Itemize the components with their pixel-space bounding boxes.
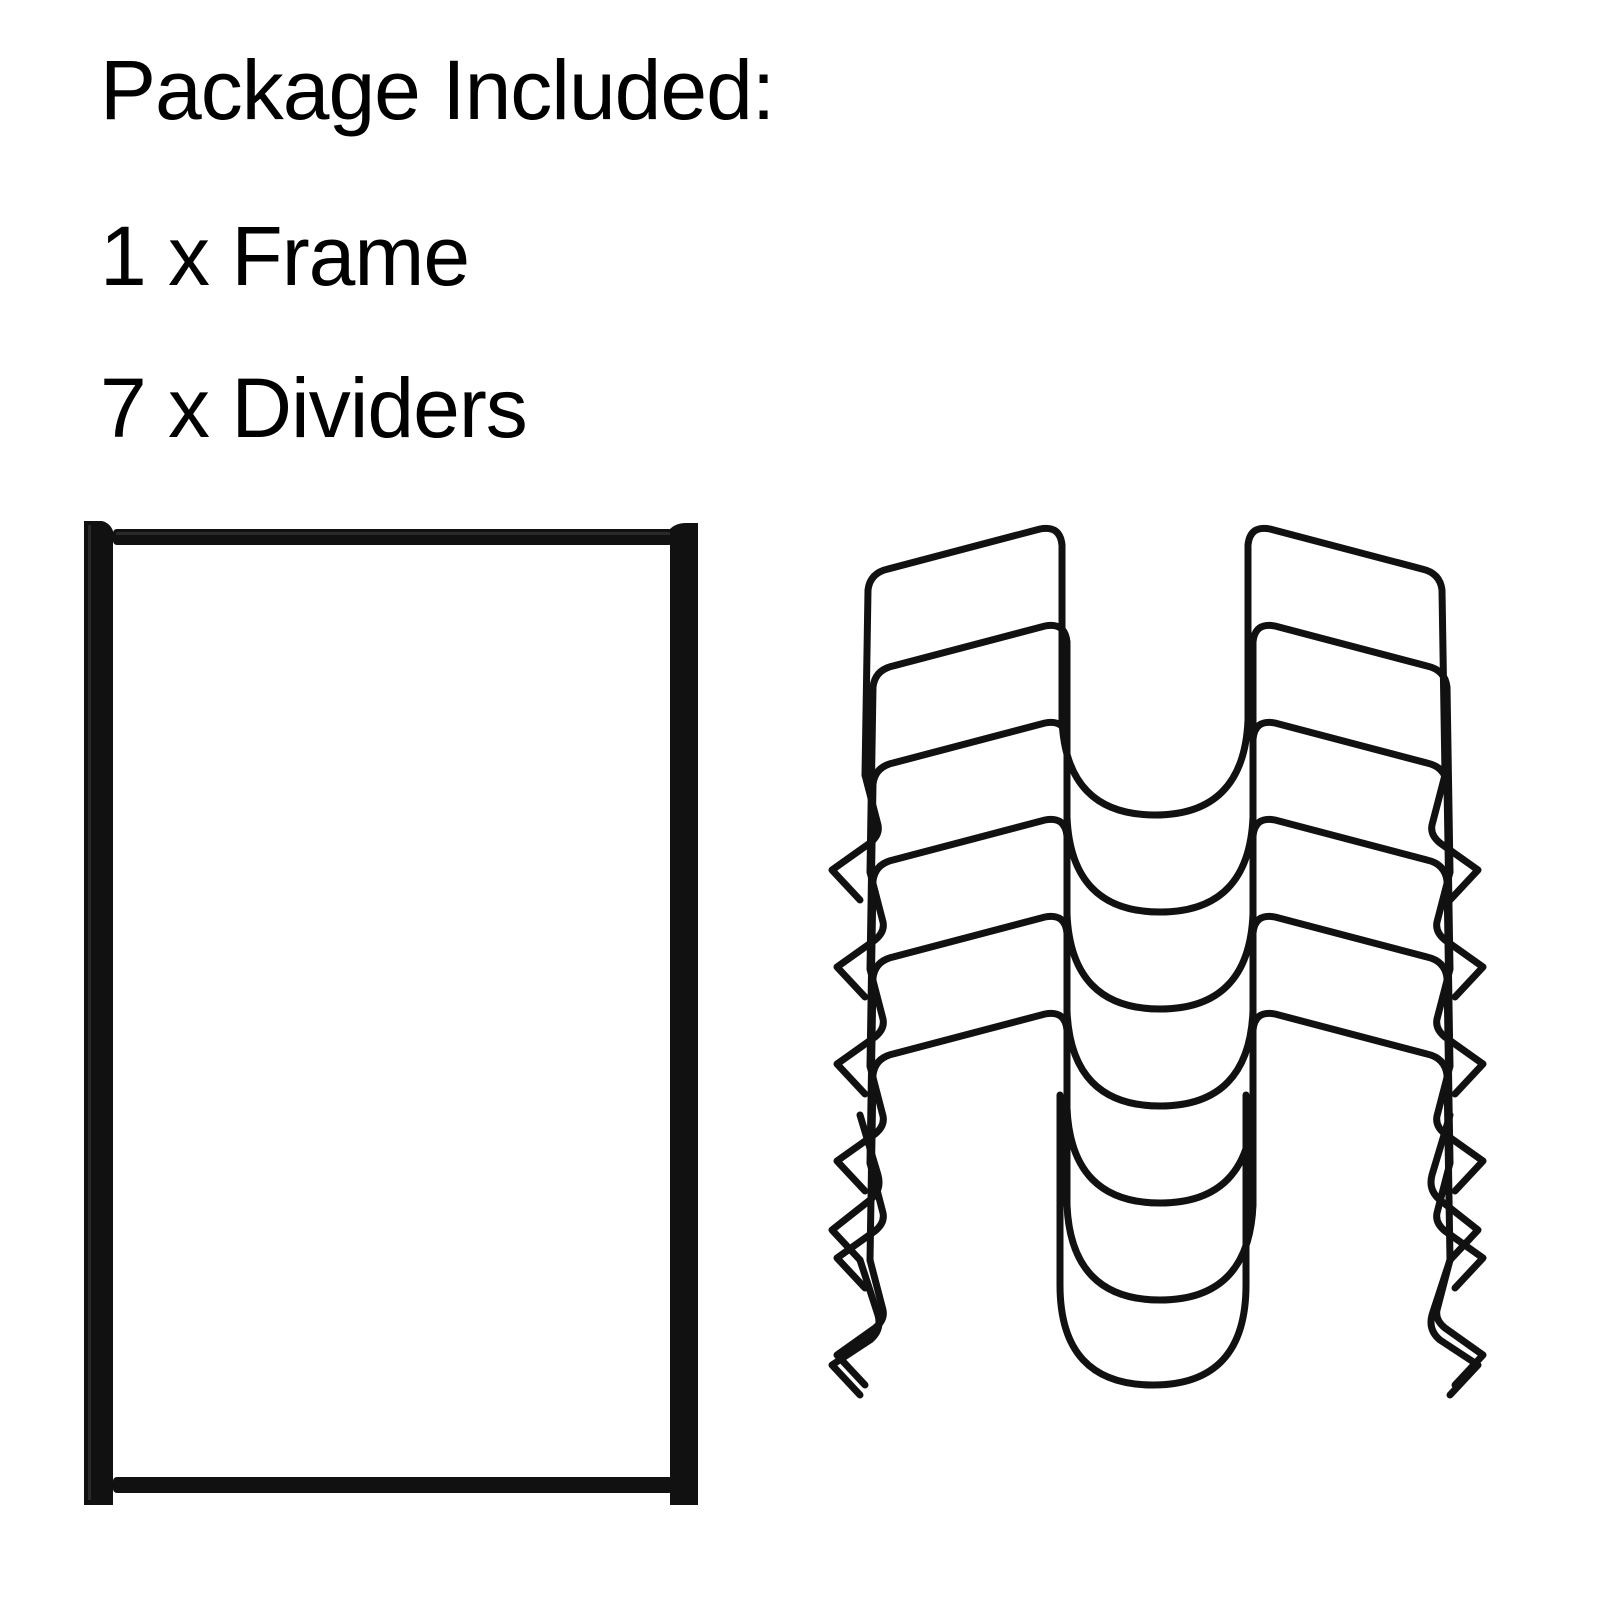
item-frame-label: 1 x Frame <box>100 209 470 303</box>
divider-icon-1 <box>832 528 1478 900</box>
divider-icon-5 <box>837 916 1483 1288</box>
divider-icon-7 <box>828 1091 1482 1399</box>
divider-icon-6 <box>837 1013 1483 1385</box>
divider-icon-3 <box>837 722 1483 1094</box>
package-heading: Package Included: <box>100 43 775 137</box>
frame-illustration <box>84 521 698 1505</box>
item-dividers-label: 7 x Dividers <box>100 361 528 455</box>
dividers-illustration <box>828 515 1500 1399</box>
divider-icon-4 <box>837 819 1483 1191</box>
divider-icon-2 <box>837 625 1483 997</box>
